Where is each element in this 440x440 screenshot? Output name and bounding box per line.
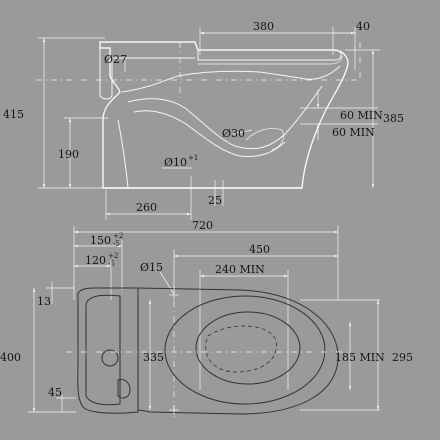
seat-outline: [197, 50, 342, 61]
label-120-tol-dn: -5: [108, 260, 115, 268]
label-dia-27: Ø27: [104, 53, 127, 66]
label-dia-30: Ø30: [222, 127, 245, 140]
label-150: 150: [90, 234, 111, 247]
label-240min: 240 MIN: [215, 263, 265, 276]
bowl-rim: [164, 295, 326, 405]
toilet-body-outline: [99, 41, 349, 189]
label-45: 45: [48, 386, 62, 399]
seat-lid: [198, 55, 343, 65]
label-120-tol-up: +2: [108, 252, 118, 260]
label-60min-b: 60 MIN: [332, 126, 375, 139]
label-720: 720: [192, 219, 213, 232]
label-150-tol-dn: -5: [113, 240, 120, 248]
bowl-wall: [127, 85, 323, 150]
bowl-inner: [195, 311, 301, 385]
label-400: 400: [0, 351, 21, 364]
label-385: 385: [383, 112, 404, 125]
trap-seal: [245, 128, 284, 151]
label-120: 120: [85, 254, 106, 267]
label-295: 295: [392, 351, 413, 364]
label-150-tol-up: +2: [113, 232, 123, 240]
label-185min: 185 MIN: [335, 351, 385, 364]
bowl-water-surface: [205, 325, 278, 373]
cistern-outline: [99, 42, 195, 100]
label-415: 415: [3, 108, 24, 121]
label-13: 13: [37, 295, 51, 308]
label-260: 260: [136, 201, 157, 214]
label-335: 335: [143, 351, 164, 364]
trapway: [133, 110, 286, 157]
side-view: 380 40 415 385 190 260 25 60 MIN 60 MIN: [3, 20, 404, 220]
cistern-fitting: [117, 379, 131, 399]
cistern-plan-outer: [77, 287, 139, 414]
cistern-valve: [101, 349, 119, 367]
bowl-plan-outer: [137, 287, 339, 415]
label-dia-10: Ø10: [164, 156, 187, 169]
label-dia-15: Ø15: [140, 261, 163, 274]
cistern-plan-inner: [85, 294, 121, 406]
leader-dia-15: [159, 271, 175, 295]
bowl-rim-inner: [121, 65, 341, 93]
pedestal-front: [117, 119, 129, 189]
leader-dia-30: [232, 129, 253, 135]
label-380: 380: [253, 20, 274, 33]
label-190: 190: [58, 148, 79, 161]
label-60min-a: 60 MIN: [340, 109, 383, 122]
label-25: 25: [208, 194, 222, 207]
label-dia-10-tol: +1: [188, 154, 198, 162]
label-40: 40: [356, 20, 370, 33]
plan-view: 720 450 240 MIN 150 +2 -5 120 +2 -5 Ø15 …: [0, 219, 413, 420]
label-450: 450: [249, 243, 270, 256]
